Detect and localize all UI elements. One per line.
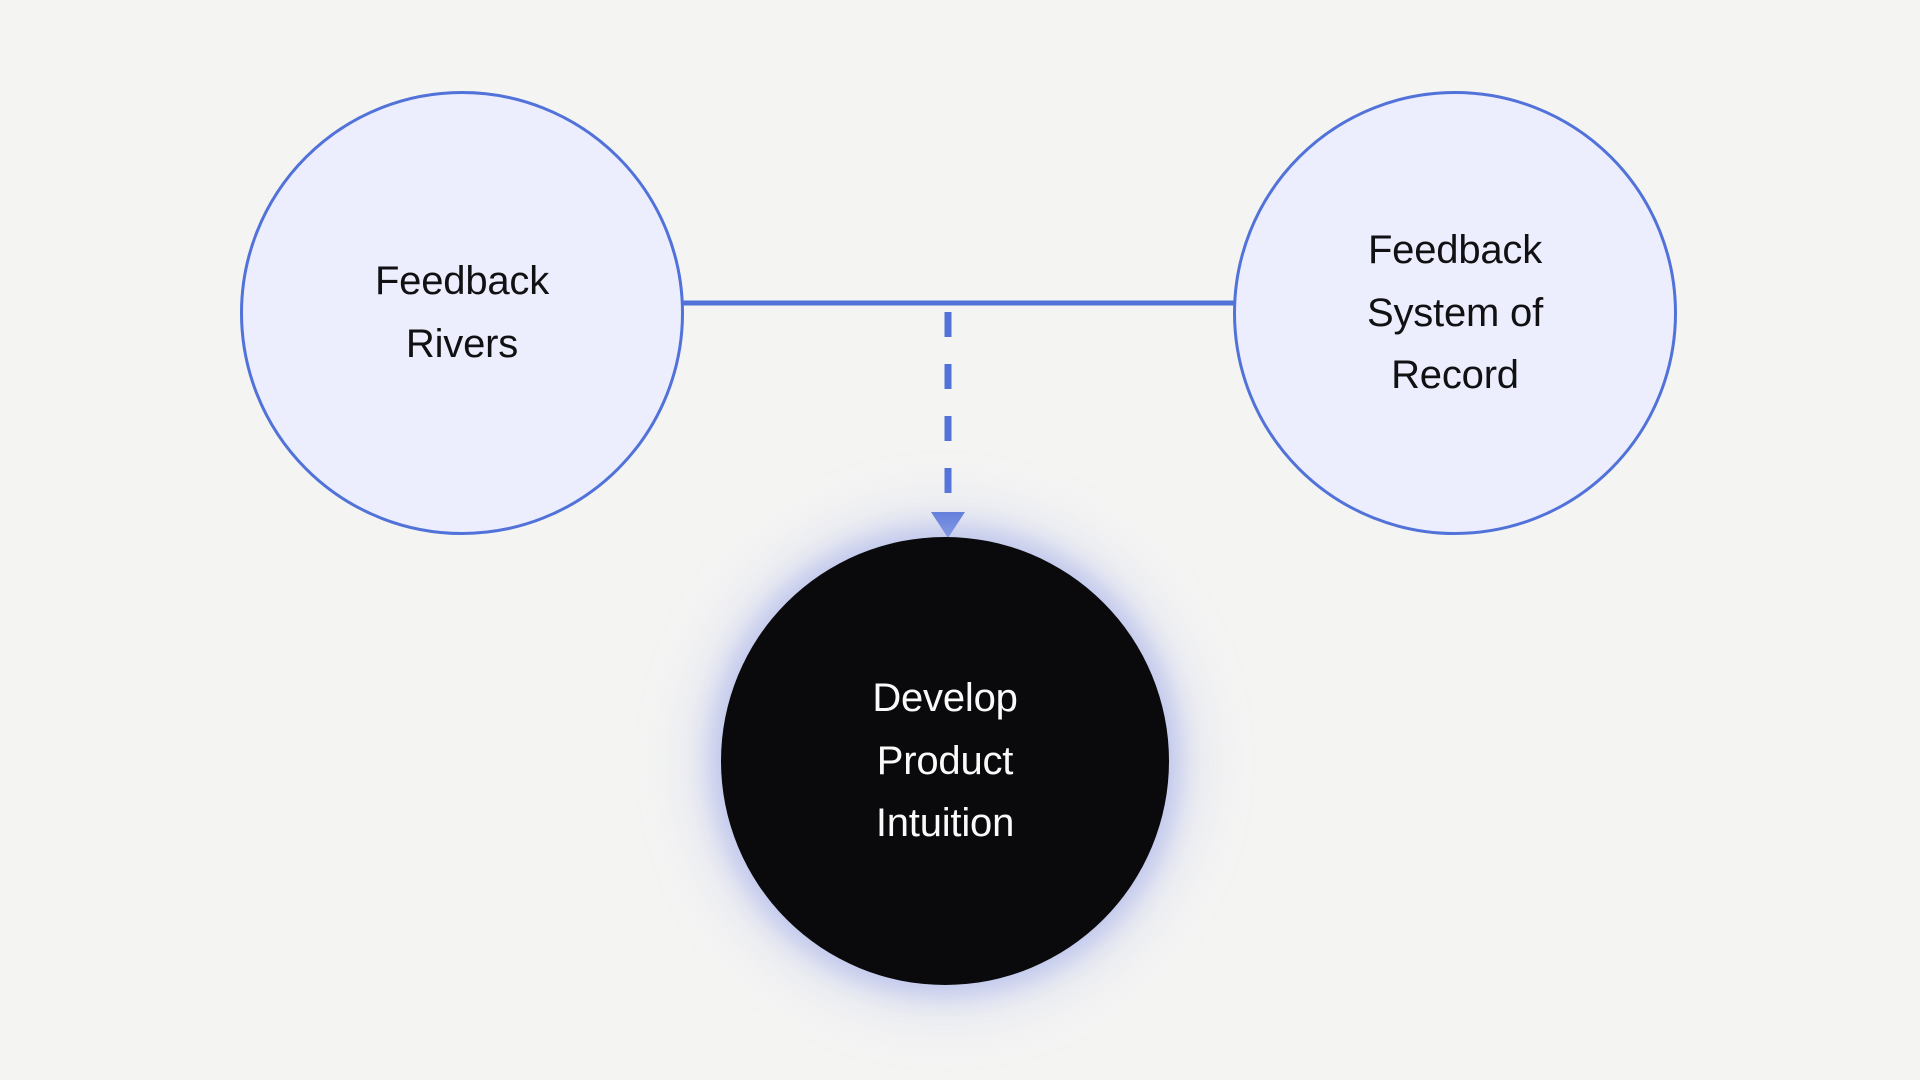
node-feedback-system-of-record-label: Feedback System of Record (1366, 227, 1544, 398)
node-develop-product-intuition[interactable]: Develop Product Intuition (721, 537, 1169, 985)
node-develop-product-intuition-label: Develop Product Intuition (872, 675, 1018, 846)
node-feedback-system-of-record[interactable]: Feedback System of Record (1233, 91, 1677, 535)
arrowhead-icon (931, 512, 965, 538)
node-feedback-rivers-label: Feedback Rivers (374, 259, 550, 366)
node-feedback-rivers[interactable]: Feedback Rivers (240, 91, 684, 535)
